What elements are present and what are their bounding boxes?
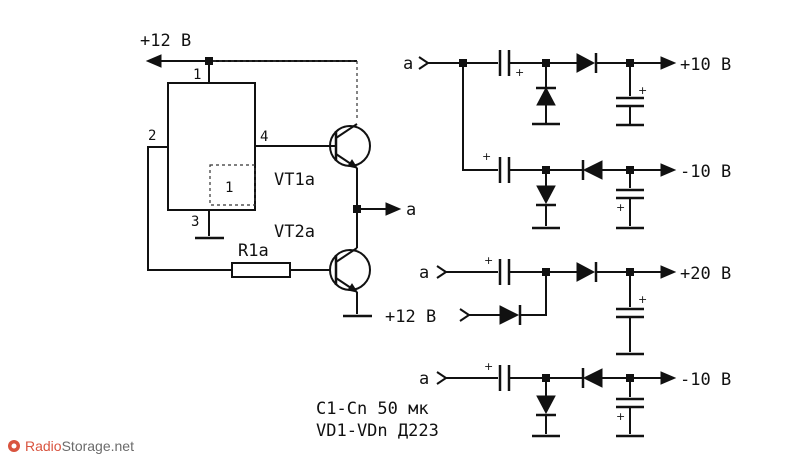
pin-3-label: 3 [191,214,199,230]
row3-output-label: +20 В [680,264,731,284]
polarity-mark: + [482,150,491,163]
junction-dot [626,59,634,67]
pin-2-label: 2 [148,128,156,144]
diode [536,395,556,415]
polarity-mark: + [616,201,625,214]
generator-section: +12 В 1 1 2 4 3 R1а VT1а [140,31,416,318]
row1-input-label: а [403,54,413,74]
output-arrow [660,265,677,279]
polarity-mark: + [484,360,493,373]
supply-arrow [145,54,162,68]
vt2-label: VT2а [274,222,315,242]
polarity-mark: + [638,84,647,97]
output-label: а [406,200,416,220]
diode [536,185,556,205]
output-arrow [660,163,677,177]
row4-output-label: -10 В [680,370,731,390]
diode [536,86,556,106]
row3-input-label: а [419,263,429,283]
transistor-vt1 [329,123,371,169]
polarity-mark: + [515,66,524,79]
polarity-mark: + [616,410,625,423]
vt1-label: VT1а [274,170,315,190]
polarity-mark: + [638,293,647,306]
timer-chip [167,82,256,211]
junction-dot [626,268,634,276]
supply-label: +12 В [140,31,191,51]
diode [582,160,603,180]
row3-bias-label: +12 В [385,307,436,327]
junction-dot [542,268,550,276]
diode [499,305,520,325]
note-capacitors: C1-Cn 50 мк [316,399,429,419]
junction-dot [353,205,361,213]
multiplier-row-4: а + + -10 В [419,360,731,438]
resistor-label: R1а [238,241,269,261]
polarity-mark: + [484,254,493,267]
diode [576,262,596,282]
pin-4-label: 4 [260,129,268,145]
row2-output-label: -10 В [680,162,731,182]
transistor-vt2 [329,247,371,293]
note-diodes: VD1-VDn Д223 [316,421,439,441]
row1-output-label: +10 В [680,55,731,75]
junction-dot [626,166,634,174]
junction-dot [626,374,634,382]
chip-internal-label: 1 [225,180,233,196]
watermark-text: RadioStorage.net [25,438,134,454]
junction-dot [542,374,550,382]
row4-input-label: а [419,369,429,389]
multiplier-row-3: а + +12 В + +20 В [385,254,731,356]
diode [576,53,596,73]
output-arrow [385,202,402,216]
multiplier-row-2: + + -10 В [462,67,731,230]
pin-1-label: 1 [193,67,201,83]
output-arrow [660,371,677,385]
output-arrow [660,56,677,70]
chip-internal-block [209,164,256,206]
diode [582,368,603,388]
resistor-r1 [231,262,291,278]
junction-dot [459,59,467,67]
multiplier-row-1: а + + +10 В [403,50,731,127]
junction-dot [542,166,550,174]
watermark: RadioStorage.net [8,438,134,454]
